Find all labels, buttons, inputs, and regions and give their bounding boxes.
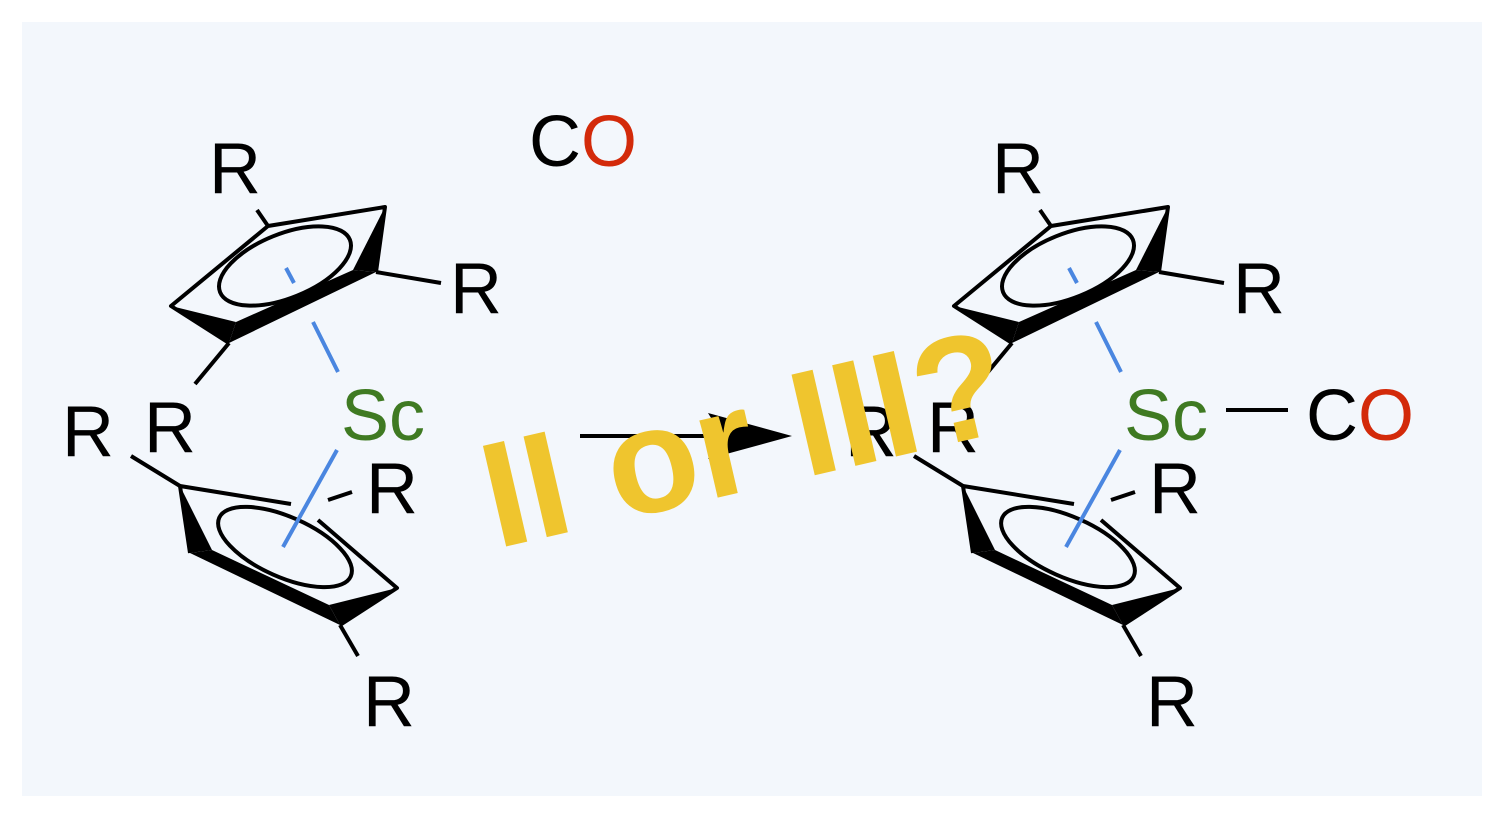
wedge-bond [180,486,212,553]
substituent-label: R [450,249,502,329]
bold-bond [190,550,340,625]
upper-cp-ring [169,205,442,386]
metal-label: Sc [1124,376,1208,456]
lower-cp-ring [129,454,399,658]
hapto-bonds [281,267,340,548]
substituent-label: R [144,388,196,468]
aromatic-circle [999,224,1137,308]
wedge-bond [1112,588,1180,625]
wedge-bond [353,207,385,272]
lower-cp-ring [912,454,1182,658]
substituent-label: R [992,129,1044,209]
substituent-label: R [363,662,415,742]
carbon-label: C [1306,376,1358,456]
wedge-bond [171,306,236,343]
wedge-bond [954,306,1019,343]
reaction-arrow [580,413,792,459]
reactant-complex: R R R R R R Sc CO [62,102,637,742]
carbonyl-ligand-label: CO [1306,376,1414,456]
oxygen-label: O [581,102,637,182]
substituent-label: R [845,392,897,472]
metal-label: Sc [341,376,425,456]
upper-cp-ring [952,205,1225,386]
substituent-label: R [1149,449,1201,529]
substituent-label: R [62,392,114,472]
wedge-bond [963,486,995,553]
substituent-label: R [1233,249,1285,329]
bold-bond [229,270,376,343]
carbon-label: C [529,102,581,182]
aromatic-circle [216,224,354,308]
substituent-label: R [1146,662,1198,742]
oxygen-label: O [1358,376,1414,456]
substituent-label: R [366,449,418,529]
substituent-label: R [927,388,979,468]
wedge-bond [329,588,397,625]
carbon-monoxide-label: CO [529,102,637,182]
hapto-bonds [1064,267,1123,548]
bold-bond [1012,270,1159,343]
bold-bond [973,550,1123,625]
product-complex: R R R R R R Sc CO [845,129,1414,742]
substituent-label: R [209,129,261,209]
wedge-bond [1136,207,1168,272]
